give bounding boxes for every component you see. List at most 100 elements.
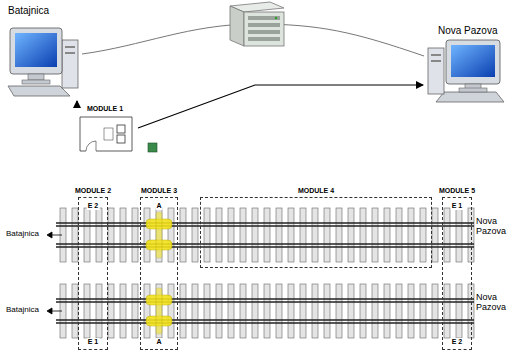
module-zone: MODULE 5E 1E 2 [442, 197, 472, 350]
sleeper [444, 208, 450, 262]
sleeper [264, 208, 270, 262]
server-icon [230, 2, 284, 46]
sleeper [108, 284, 114, 338]
rails [56, 223, 474, 323]
sleeper [384, 284, 390, 338]
zone-code: E 2 [451, 338, 464, 346]
sleeper [348, 208, 354, 262]
sleeper [84, 208, 90, 262]
sleeper [180, 208, 186, 262]
module-room: MODULE 1 [72, 104, 138, 154]
sleeper [132, 284, 138, 338]
sleeper [204, 208, 210, 262]
sleeper [216, 284, 222, 338]
sleeper [180, 284, 186, 338]
sleeper [324, 208, 330, 262]
module-title: MODULE 4 [297, 187, 335, 195]
station-label: Nova Pazova [438, 25, 497, 36]
sleeper [228, 284, 234, 338]
sensor-highlight [146, 212, 172, 334]
sleeper [336, 208, 342, 262]
direction-label: Batajnica [6, 230, 39, 239]
sleeper [420, 208, 426, 262]
sleeper [216, 208, 222, 262]
computer-node: Batajnica [4, 4, 82, 100]
sleeper [192, 284, 198, 338]
sleeper [156, 208, 162, 262]
sleeper [432, 284, 438, 338]
zone-code: E 2 [87, 202, 100, 210]
sleeper [360, 284, 366, 338]
sleeper [312, 284, 318, 338]
computer-icon [428, 40, 504, 102]
sleeper [360, 208, 366, 262]
sleeper [144, 208, 150, 262]
module-title: MODULE 2 [74, 187, 112, 195]
sleeper [396, 208, 402, 262]
sleeper [96, 208, 102, 262]
sleeper [252, 284, 258, 338]
sleeper [384, 208, 390, 262]
sleeper [96, 284, 102, 338]
sleeper [420, 284, 426, 338]
sleeper [240, 284, 246, 338]
sleeper [204, 284, 210, 338]
computer-node: Nova Pazova [424, 24, 508, 104]
sleeper [324, 284, 330, 338]
sleeper [312, 208, 318, 262]
sleeper [408, 284, 414, 338]
zone-code: A [155, 338, 162, 346]
link-line [138, 85, 423, 128]
sleeper [240, 208, 246, 262]
zone-code: E 1 [87, 338, 100, 346]
sleepers [60, 208, 474, 338]
sleeper [372, 208, 378, 262]
sleeper [468, 208, 474, 262]
sleeper [300, 208, 306, 262]
direction-label: Batajnica [6, 306, 39, 315]
sleeper [168, 208, 174, 262]
direction-arrow [47, 232, 62, 314]
module-zone: MODULE 4 [200, 197, 432, 268]
sleeper [168, 284, 174, 338]
sleeper [348, 284, 354, 338]
computer-icon [8, 28, 78, 96]
sleeper [396, 284, 402, 338]
direction-label: Nova Pazova [476, 293, 511, 313]
module-zone: MODULE 2E 2E 1 [78, 197, 108, 350]
module-title: MODULE 1 [87, 105, 123, 113]
sleeper [276, 208, 282, 262]
direction-label: Nova Pazova [476, 217, 511, 237]
zone-code: A [155, 202, 162, 210]
sleeper [456, 284, 462, 338]
sleeper [408, 208, 414, 262]
sleeper [120, 208, 126, 262]
sleeper [336, 284, 342, 338]
sleeper [252, 208, 258, 262]
zone-code: E 1 [451, 202, 464, 210]
sleeper [300, 284, 306, 338]
equipment-room [80, 117, 132, 151]
module-zone: MODULE 3AA [140, 197, 178, 350]
sleeper [276, 284, 282, 338]
sleeper [108, 208, 114, 262]
module-title: MODULE 5 [438, 187, 476, 195]
sleeper [468, 284, 474, 338]
sleeper [84, 284, 90, 338]
sleeper [132, 208, 138, 262]
sleeper [264, 284, 270, 338]
sleeper [192, 208, 198, 262]
module-title: MODULE 3 [140, 187, 178, 195]
sleeper [156, 284, 162, 338]
sleeper [228, 208, 234, 262]
station-label: Batajnica [8, 5, 49, 16]
sleeper [444, 284, 450, 338]
sleeper [372, 284, 378, 338]
link-line [76, 101, 77, 104]
field-unit [148, 143, 157, 152]
sleeper [288, 208, 294, 262]
sleeper [144, 284, 150, 338]
sleeper [120, 284, 126, 338]
sleeper [432, 208, 438, 262]
